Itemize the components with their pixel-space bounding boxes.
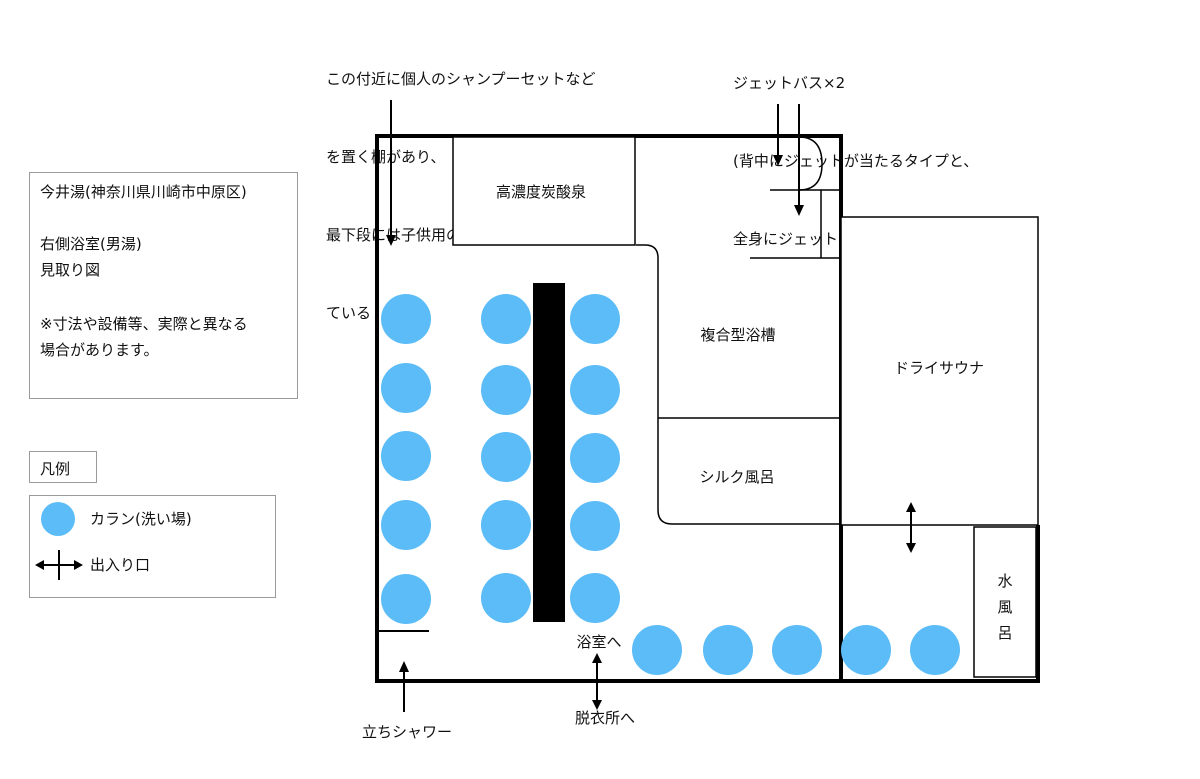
jet-bath-annotation-line: (背中にジェットが当たるタイプと、 [733,152,979,170]
faucet [481,573,531,623]
faucet [381,500,431,550]
faucet [841,625,891,675]
faucet [772,625,822,675]
arrows [386,100,916,712]
sauna-label: ドライサウナ [894,359,984,377]
faucet [570,365,620,415]
faucet [632,625,682,675]
cold-bath-label: 呂 [997,624,1012,642]
jet-bath-annotation-line: ジェットバス×2 [733,74,846,92]
carbonic-spring-tub [452,136,636,246]
cold-bath-label: 風 [997,598,1012,616]
faucet-legend-icon [41,502,75,536]
legend-title-box: 凡例 [29,451,97,483]
faucet [381,574,431,624]
to-changing-room-label: 脱衣所へ [575,709,635,727]
bath-entrance-arrow-head [592,653,602,663]
carbonic-spring-label: 高濃度炭酸泉 [496,183,586,201]
info-subtitle: 見取り図 [40,261,101,279]
info-title: 今井湯(神奈川県川崎市中原区) [40,183,247,201]
bath-entrance-arrow-head [592,700,602,710]
combined-tub [636,244,839,525]
faucet [481,294,531,344]
faucet [481,500,531,550]
entrance-legend-label: 出入り口 [90,556,151,574]
info-note: 場合があります。 [40,341,159,359]
cold-bath [973,526,1037,678]
jet-arrow-head [794,205,804,216]
faucet-legend-label: カラン(洗い場) [90,510,192,528]
faucet [703,625,753,675]
shelf-arrow-head [386,235,396,246]
faucet [381,431,431,481]
shelf-annotation-line: を置く棚があり、 [326,148,446,166]
legend-title: 凡例 [40,460,71,478]
dry-sauna [840,216,1039,526]
faucet-group [381,294,960,675]
cold-bath-label: 水 [997,572,1012,590]
legend-box: カラン(洗い場) 出入り口 [29,495,276,598]
faucet [570,501,620,551]
faucet [570,433,620,483]
info-note: ※寸法や設備等、実際と異なる [40,315,248,333]
jet-arrow-head [773,155,783,166]
faucet [481,365,531,415]
faucet [570,294,620,344]
faucet [570,573,620,623]
faucet [910,625,960,675]
faucet [381,363,431,413]
faucet [381,294,431,344]
to-bath-label: 浴室へ [576,633,621,651]
info-room: 右側浴室(男湯) [40,235,142,253]
standing-shower-label: 立ちシャワー [362,723,452,741]
faucet [481,432,531,482]
jet-bath-detail [798,136,823,191]
central-partition [533,283,565,622]
silk-bath-label: シルク風呂 [699,468,774,486]
entrance-legend-icon [35,550,83,580]
sauna-entrance-arrow-head [906,543,916,553]
info-box: 今井湯(神奈川県川崎市中原区) 右側浴室(男湯) 見取り図 ※寸法や設備等、実際… [29,172,298,399]
combined-tub-label: 複合型浴槽 [700,326,775,344]
shelf-annotation-line: ている [326,304,372,322]
sauna-entrance-arrow-head [906,502,916,512]
shelf-annotation-line: この付近に個人のシャンプーセットなど [326,70,596,88]
shower-arrow-head [399,661,409,672]
